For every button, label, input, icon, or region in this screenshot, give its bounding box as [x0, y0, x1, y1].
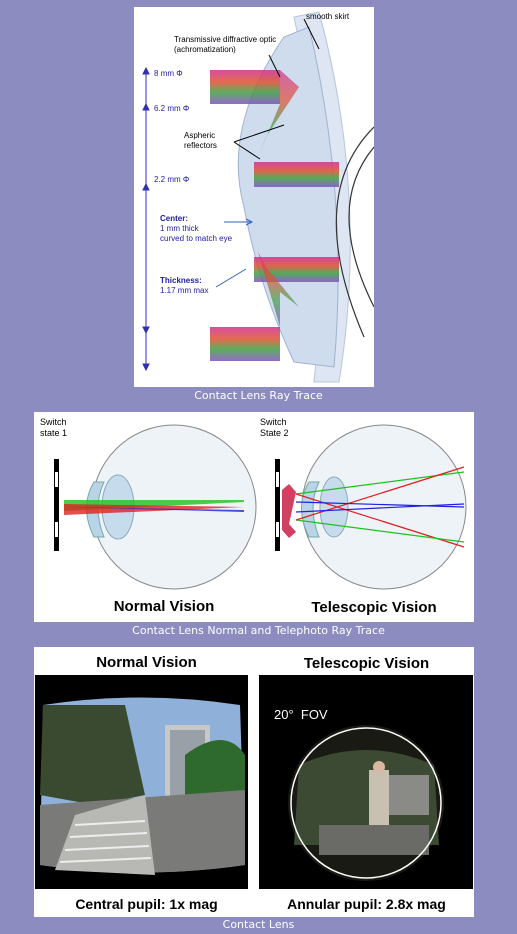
diffractive-label-line1: Transmissive diffractive optic — [174, 35, 277, 44]
thickness-label-line1: Thickness: — [160, 276, 202, 285]
caption-annular-pupil: Annular pupil: 2.8x mag — [287, 896, 446, 912]
ray-fold-bottom — [258, 252, 299, 327]
diffractive-label-line2: (achromatization) — [174, 45, 236, 54]
dimension-2mm: 2.2 mm Φ — [154, 175, 190, 184]
normal-vision-photo — [35, 675, 248, 889]
figure3-caption: Contact Lens — [222, 918, 295, 931]
figure2-caption: Contact Lens Normal and Telephoto Ray Tr… — [132, 624, 385, 637]
ray-bundle-top — [210, 70, 280, 104]
smooth-skirt-label: smooth skirt — [306, 12, 350, 21]
cornea-right — [301, 481, 320, 538]
aspheric-label-line1: Aspheric — [184, 131, 216, 140]
center-label-line1: Center: — [160, 214, 189, 223]
fov-circle — [290, 727, 442, 879]
photo-title-telescopic: Telescopic Vision — [303, 655, 430, 672]
thickness-label-line2: 1.17 mm max — [160, 286, 209, 295]
switch-right — [275, 459, 280, 551]
title-telescopic-vision: Telescopic Vision — [311, 599, 437, 616]
pointer-arrow — [233, 18, 320, 160]
caption-central-pupil: Central pupil: 1x mag — [75, 896, 218, 912]
switch2-line1: Switch — [260, 417, 287, 427]
aspheric-label-line2: reflectors — [184, 141, 217, 150]
telescopic-rays — [295, 466, 465, 548]
ray-trace-diagram — [142, 11, 374, 383]
normal-telephoto-panel: Switch state 1 Switch State 2 Normal Vis… — [34, 412, 474, 622]
dimension-arrow — [142, 66, 150, 372]
dimension-8mm: 8 mm Φ — [154, 69, 183, 78]
eye-surface-inner — [348, 146, 374, 308]
lens-right — [319, 476, 349, 538]
ray-trace-comparison — [54, 424, 467, 590]
vision-comparison-panel: Normal Vision Telescopic Vision — [34, 647, 474, 917]
pointer-arrow — [215, 218, 254, 288]
center-label-line3: curved to match eye — [160, 234, 233, 243]
eye-surface-outer — [335, 126, 374, 338]
switch2-line2: State 2 — [260, 428, 289, 438]
figure1-caption: Contact Lens Ray Trace — [194, 389, 323, 402]
switch-left — [54, 459, 59, 551]
switch1-line2: state 1 — [40, 428, 68, 438]
photo-title-normal: Normal Vision — [96, 654, 197, 671]
telescopic-vision-photo: 20° FOV — [259, 675, 473, 889]
rays-blue-left — [64, 507, 244, 512]
title-normal-vision: Normal Vision — [113, 598, 215, 615]
center-label-line2: 1 mm thick — [160, 224, 199, 233]
fov-label: 20° FOV — [274, 707, 328, 722]
dimension-6mm: 6.2 mm Φ — [154, 104, 190, 113]
switch1-line1: Switch — [40, 417, 67, 427]
ray-fold-top — [258, 70, 299, 157]
ray-bundle-mid-top — [254, 162, 339, 187]
ray-bundle-bottom — [210, 327, 280, 361]
ray-trace-panel: smooth skirt Transmissive diffractive op… — [134, 7, 374, 387]
